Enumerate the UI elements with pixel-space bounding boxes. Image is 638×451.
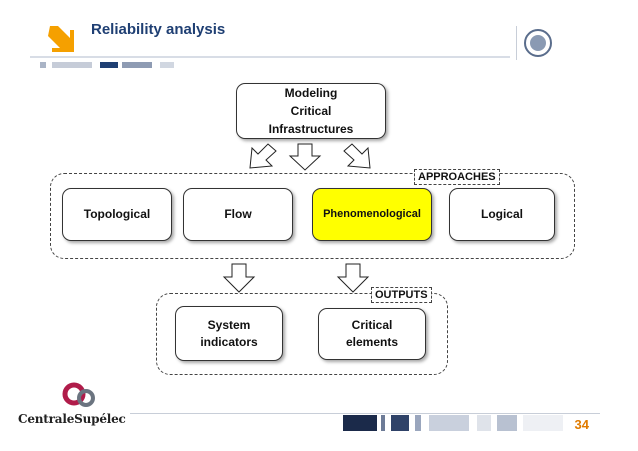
- approach-label: Topological: [83, 207, 151, 221]
- output-arrows: [222, 263, 370, 293]
- footer-stripe: [343, 415, 563, 431]
- top-arrows: [249, 143, 371, 171]
- centralesupelec-logo-icon: [60, 380, 100, 412]
- arrow-down-left-icon: [249, 143, 277, 169]
- output-line1: Critical: [351, 318, 393, 332]
- approaches-group: [50, 173, 575, 259]
- output-line1: System: [207, 317, 251, 332]
- centralesupelec-logo-text: CentraleSupélec: [18, 412, 126, 426]
- approach-flow: Flow: [183, 188, 293, 241]
- arrow-down-icon: [222, 263, 256, 293]
- output-critical-elements: Critical elements: [318, 308, 426, 360]
- outputs-label: OUTPUTS: [371, 287, 432, 303]
- top-node-line2: Critical: [290, 104, 332, 118]
- approach-logical: Logical: [449, 188, 555, 241]
- footer-divider: [130, 413, 600, 414]
- output-system-indicators: System indicators: [175, 306, 283, 361]
- modeling-critical-infrastructures-node: Modeling Critical Infrastructures: [236, 83, 386, 139]
- polimi-logo: [516, 26, 627, 60]
- arrow-logo-icon: [44, 22, 78, 56]
- polimi-seal-icon: [524, 29, 552, 57]
- approaches-label: APPROACHES: [414, 169, 500, 185]
- arrow-down-icon: [288, 143, 322, 171]
- approach-topological: Topological: [62, 188, 172, 241]
- approach-phenomenological: Phenomenological: [312, 188, 432, 241]
- approach-label: Logical: [480, 207, 523, 221]
- arrow-down-right-icon: [343, 143, 371, 169]
- approach-label: Phenomenological: [323, 208, 421, 220]
- output-line2: indicators: [200, 334, 258, 349]
- top-node-line3: Infrastructures: [268, 122, 354, 136]
- arrow-down-icon: [336, 263, 370, 293]
- header-stripe: [30, 50, 510, 70]
- approach-label: Flow: [224, 207, 252, 221]
- top-node-line1: Modeling: [284, 86, 338, 100]
- outputs-group: [156, 293, 448, 375]
- page-number: 34: [574, 417, 589, 432]
- page-title: Reliability analysis: [91, 21, 226, 38]
- output-line2: elements: [345, 335, 399, 349]
